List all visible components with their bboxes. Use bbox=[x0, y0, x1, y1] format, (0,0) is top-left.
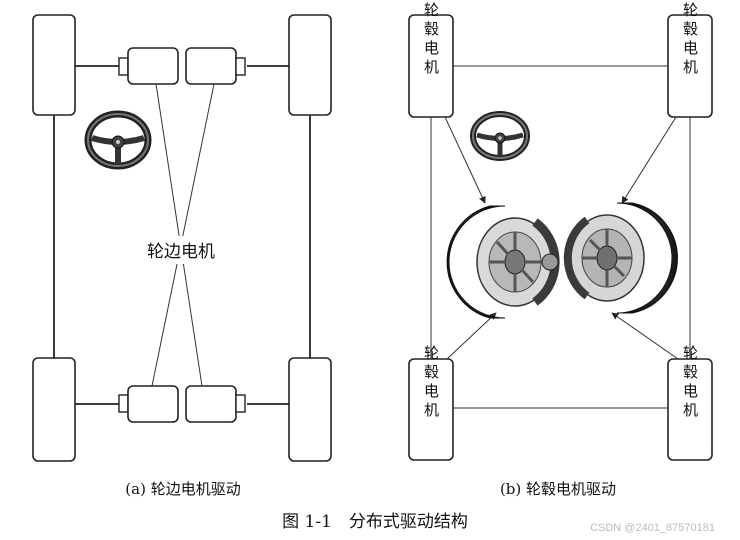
caption-a: (a) 轮边电机驱动 bbox=[125, 480, 240, 498]
diagram-a: 轮边电机 bbox=[32, 14, 332, 462]
arrow bbox=[621, 116, 677, 204]
arrow bbox=[446, 312, 497, 360]
in-wheel-motor-label: 轮边电机 bbox=[147, 242, 215, 262]
leader-line bbox=[155, 83, 203, 387]
motor-rear-right bbox=[185, 385, 246, 423]
steering-wheel-icon bbox=[84, 110, 152, 170]
hub-motor-front-right: 轮毂电机 bbox=[667, 2, 713, 118]
wheel-rear-right bbox=[288, 357, 332, 462]
steering-wheel-icon bbox=[470, 111, 530, 161]
caption-b: (b) 轮毂电机驱动 bbox=[500, 480, 616, 498]
diagram-b: 轮毂电机 轮毂电机 轮毂电机 轮毂电机 bbox=[408, 2, 713, 461]
motor-front-right bbox=[185, 47, 246, 85]
arrow bbox=[611, 312, 679, 360]
hub-motor-rear-right: 轮毂电机 bbox=[667, 345, 713, 461]
leader-line bbox=[151, 83, 215, 387]
arrow bbox=[444, 116, 486, 204]
wheel-front-left bbox=[32, 14, 76, 116]
hub-motor-label: 轮毂电机 bbox=[681, 345, 699, 421]
hub-motor-wheel-image bbox=[563, 202, 678, 314]
wheel-rear-left bbox=[32, 357, 76, 462]
motor-front-left bbox=[118, 47, 179, 85]
hub-motor-wheel-image bbox=[446, 205, 560, 319]
wheel-front-right bbox=[288, 14, 332, 116]
motor-rear-left bbox=[118, 385, 179, 423]
hub-motor-front-left: 轮毂电机 bbox=[408, 2, 454, 118]
hub-motor-label: 轮毂电机 bbox=[422, 345, 440, 421]
watermark: CSDN @2401_87570181 bbox=[590, 522, 715, 534]
hub-motor-rear-left: 轮毂电机 bbox=[408, 345, 454, 461]
figure-caption: 图 1-1 分布式驱动结构 bbox=[282, 512, 468, 532]
hub-motor-label: 轮毂电机 bbox=[681, 2, 699, 78]
hub-motor-label: 轮毂电机 bbox=[422, 2, 440, 78]
